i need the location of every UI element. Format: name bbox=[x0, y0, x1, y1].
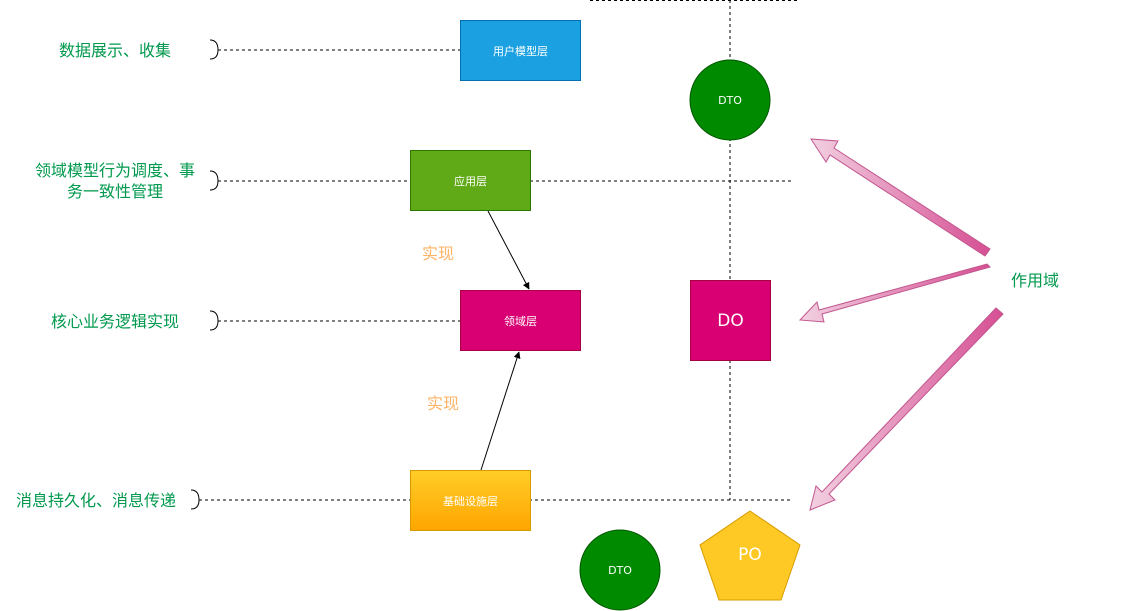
annotation-app: 领域模型行为调度、事 务一致性管理 bbox=[34, 161, 195, 201]
edge-label-infra-to-domain: 实现 bbox=[427, 394, 460, 413]
scope-arrow-to-dto bbox=[810, 138, 991, 257]
annotation-infra: 消息持久化、消息传递 bbox=[15, 491, 176, 510]
scope-arrow-to-po bbox=[809, 307, 1004, 511]
infra-layer-label: 基础设施层 bbox=[443, 494, 498, 508]
dto-bottom-circle[interactable] bbox=[579, 529, 661, 611]
annotation-bracket-ui bbox=[209, 39, 219, 60]
scope-label: 作用域 bbox=[1010, 271, 1059, 290]
do-label: DO bbox=[717, 310, 744, 331]
scope-arrow-to-do bbox=[798, 263, 991, 323]
app-layer-box[interactable] bbox=[410, 150, 531, 211]
dto-bottom-label: DTO bbox=[608, 563, 632, 577]
annotation-bracket-domain bbox=[209, 310, 219, 331]
app-layer-label: 应用层 bbox=[454, 174, 487, 188]
po-pentagon[interactable] bbox=[699, 510, 801, 601]
annotation-domain: 核心业务逻辑实现 bbox=[50, 312, 179, 331]
dto-top-label: DTO bbox=[718, 93, 742, 107]
annotation-bracket-infra bbox=[190, 489, 200, 510]
po-label: PO bbox=[738, 545, 762, 565]
app-to-domain-arrow bbox=[487, 210, 530, 290]
annotation-bracket-app bbox=[209, 170, 219, 191]
annotation-ui: 数据展示、收集 bbox=[58, 41, 171, 60]
do-box[interactable] bbox=[690, 280, 771, 361]
domain-layer-box[interactable] bbox=[460, 290, 581, 351]
infra-layer-box[interactable] bbox=[410, 470, 531, 531]
infra-to-domain-arrow bbox=[480, 351, 521, 471]
dto-top-circle[interactable] bbox=[689, 59, 771, 141]
ui-layer-box[interactable] bbox=[460, 20, 581, 81]
ui-layer-label: 用户模型层 bbox=[493, 44, 548, 58]
edge-label-app-to-domain: 实现 bbox=[422, 244, 455, 263]
domain-layer-label: 领域层 bbox=[504, 314, 537, 328]
